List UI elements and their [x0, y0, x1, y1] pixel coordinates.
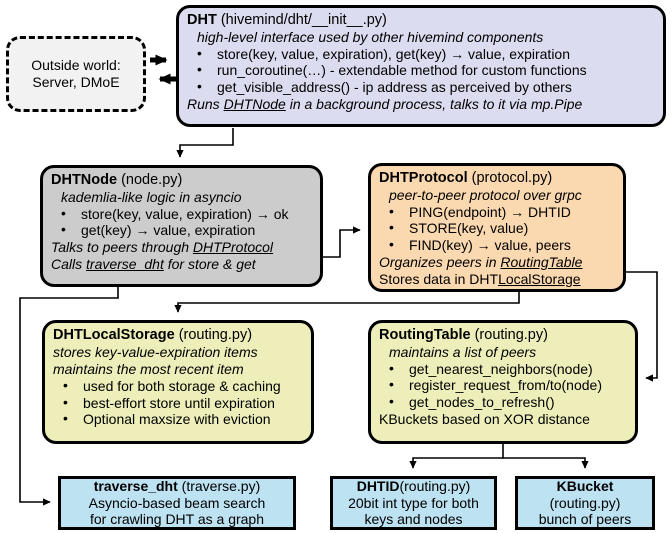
dhtnode-link-traverse-dht[interactable]: traverse_dht	[86, 256, 164, 273]
dhtprotocol-footer-routingtable: Organizes peers in RoutingTable	[379, 254, 615, 271]
dhtid-line2: keys and nodes	[364, 511, 463, 528]
outside-world-box: Outside world: Server, DMoE	[6, 36, 146, 112]
list-item: PING(endpoint) → DHTID	[383, 203, 615, 221]
kbucket-file: (routing.py)	[549, 494, 621, 511]
dhtprotocol-title: DHTProtocol (protocol.py)	[379, 170, 615, 187]
dhtnode-footer2-pre: Calls	[51, 256, 87, 273]
dhtnode-footer-traverse: Calls traverse_dht for store & get	[51, 256, 312, 273]
list-item: store(key, value, expiration) → ok	[55, 205, 312, 223]
traverse-dht-line2: for crawling DHT as a graph	[89, 511, 265, 528]
routingtable-box: RoutingTable (routing.py) maintains a li…	[368, 320, 638, 444]
dhtnode-subtitle: kademlia-like logic in asyncio	[61, 189, 242, 206]
dhtprotocol-link-localstorage[interactable]: LocalStorage	[498, 270, 581, 287]
dht-file: (hivemind/dht/__init__.py)	[216, 12, 387, 28]
dhtlocalstorage-file: (routing.py)	[174, 327, 253, 343]
list-item: run_coroutine(…) - extendable method for…	[191, 61, 655, 79]
dht-title: DHT (hivemind/dht/__init__.py)	[187, 12, 655, 29]
dht-subtitle: high-level interface used by other hivem…	[197, 29, 544, 46]
traverse-dht-box: traverse_dht (traverse.py) Asyncio-based…	[58, 476, 296, 530]
list-item: used for both storage & caching	[57, 377, 303, 395]
list-item: get(key) → value, expiration	[55, 221, 312, 239]
dht-footer-pre: Runs	[187, 96, 224, 113]
wire-dht-to-dhtnode	[176, 128, 234, 158]
list-item: Optional maxsize with eviction	[57, 410, 303, 428]
dhtlocalstorage-title: DHTLocalStorage (routing.py)	[53, 327, 303, 344]
routingtable-subtitle: maintains a list of peers	[389, 344, 537, 361]
dhtlocalstorage-name: DHTLocalStorage	[53, 327, 175, 343]
dht-bullets: store(key, value, expiration), get(key) …	[187, 45, 655, 96]
list-item: store(key, value, expiration), get(key) …	[191, 45, 655, 63]
dhtprotocol-bullets: PING(endpoint) → DHTID STORE(key, value)…	[379, 203, 615, 254]
traverse-dht-file: (traverse.py)	[177, 477, 261, 494]
traverse-dht-title: traverse_dht (traverse.py)	[61, 478, 293, 495]
outside-world-line1: Outside world:	[31, 57, 121, 74]
routingtable-footer: KBuckets based on XOR distance	[379, 411, 590, 428]
dhtnode-link-dhtprotocol[interactable]: DHTProtocol	[192, 239, 274, 256]
list-item: STORE(key, value)	[383, 219, 615, 237]
dhtprotocol-box: DHTProtocol (protocol.py) peer-to-peer p…	[368, 163, 626, 292]
dhtprotocol-subtitle: peer-to-peer protocol over grpc	[389, 187, 582, 204]
dhtnode-box: DHTNode (node.py) kademlia-like logic in…	[40, 165, 323, 287]
dhtid-file: (routing.py)	[399, 477, 471, 494]
dhtnode-file: (node.py)	[117, 172, 183, 188]
routingtable-title: RoutingTable (routing.py)	[379, 327, 627, 344]
dhtprotocol-footer-localstorage: Stores data in DHTLocalStorage	[379, 271, 615, 288]
list-item: get_nodes_to_refresh()	[383, 393, 627, 411]
kbucket-box: KBucket (routing.py) bunch of peers	[515, 476, 655, 530]
dhtid-line1: 20bit int type for both	[348, 494, 479, 511]
dhtnode-title: DHTNode (node.py)	[51, 172, 312, 189]
kbucket-title: KBucket	[518, 478, 652, 495]
outside-world-text: Outside world: Server, DMoE	[31, 57, 120, 91]
dhtprotocol-footer1-pre: Organizes peers in	[379, 254, 501, 271]
kbucket-name: KBucket	[556, 477, 614, 494]
dht-footer-link-dhtnode[interactable]: DHTNode	[223, 96, 286, 113]
wire-routingtable-to-leaves	[409, 444, 589, 469]
dhtlocalstorage-bullets: used for both storage & caching best-eff…	[53, 377, 303, 428]
list-item: get_nearest_neighbors(node)	[383, 360, 627, 378]
outside-world-line2: Server, DMoE	[32, 74, 120, 90]
dht-footer: Runs DHTNode in a background process, ta…	[187, 96, 655, 113]
list-item: FIND(key) → value, peers	[383, 236, 615, 254]
dhtid-box: DHTID(routing.py) 20bit int type for bot…	[330, 476, 497, 530]
dhtlocalstorage-subtitle1: stores key-value-expiration items	[53, 344, 258, 361]
list-item: get_visible_address() - ip address as pe…	[191, 78, 655, 96]
dhtnode-footer-protocol: Talks to peers through DHTProtocol	[51, 239, 312, 256]
kbucket-line1: bunch of peers	[538, 511, 632, 528]
routingtable-bullets: get_nearest_neighbors(node) register_req…	[379, 360, 627, 411]
list-item: best-effort store until expiration	[57, 394, 303, 412]
wire-dhtprotocol-to-dhtlocalstorage	[174, 292, 520, 313]
dhtprotocol-name: DHTProtocol	[379, 170, 468, 186]
dhtnode-footer2-post: for store & get	[163, 256, 256, 273]
dhtprotocol-link-routingtable[interactable]: RoutingTable	[500, 254, 583, 271]
routingtable-name: RoutingTable	[379, 327, 471, 343]
dhtnode-footer1-pre: Talks to peers through	[51, 239, 193, 256]
routingtable-file: (routing.py)	[470, 327, 548, 343]
dhtid-title: DHTID(routing.py)	[333, 478, 494, 495]
dhtlocalstorage-subtitle2: maintains the most recent item	[53, 360, 244, 377]
traverse-dht-line1: Asyncio-based beam search	[88, 494, 266, 511]
dhtnode-bullets: store(key, value, expiration) → ok get(k…	[51, 205, 312, 240]
dhtprotocol-footer2-pre: Stores data in DHT	[379, 270, 499, 287]
dht-footer-post: in a background process, talks to it via…	[285, 96, 583, 113]
dhtlocalstorage-box: DHTLocalStorage (routing.py) stores key-…	[42, 320, 314, 444]
dhtid-name: DHTID	[356, 477, 400, 494]
list-item: register_request_from/to(node)	[383, 376, 627, 394]
dht-name: DHT	[187, 12, 217, 28]
traverse-dht-name: traverse_dht	[93, 477, 178, 494]
dhtnode-name: DHTNode	[51, 172, 118, 188]
dht-box: DHT (hivemind/dht/__init__.py) high-leve…	[176, 5, 666, 127]
dhtprotocol-file: (protocol.py)	[467, 170, 553, 186]
